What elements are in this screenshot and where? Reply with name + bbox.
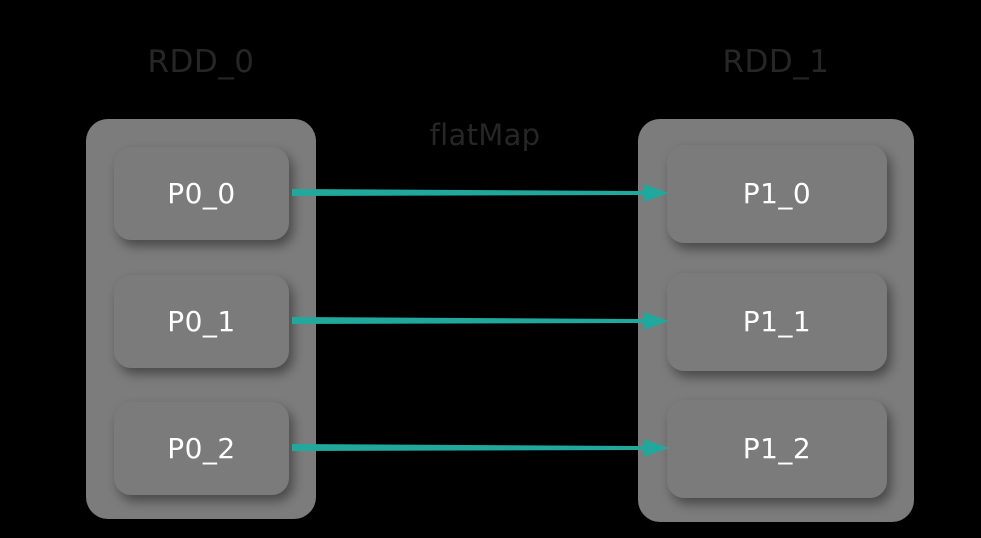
transformation-label: flatMap: [429, 118, 541, 152]
flow-arrow-p0-2-to-p1-2: [292, 436, 670, 460]
partition-label: P0_0: [167, 176, 236, 210]
partition-label: P1_2: [742, 432, 812, 465]
partition-box-p1-2[interactable]: P1_2: [667, 400, 887, 498]
partition-box-p0-2[interactable]: P0_2: [114, 402, 289, 495]
partition-box-p0-0[interactable]: P0_0: [114, 147, 289, 240]
flow-arrow-p0-1-to-p1-1: [292, 309, 670, 333]
arrow-icon: [292, 184, 669, 202]
partition-box-p0-1[interactable]: P0_1: [114, 275, 289, 368]
arrow-icon: [292, 312, 669, 330]
partition-box-p1-0[interactable]: P1_0: [667, 145, 887, 243]
partition-label: P1_1: [742, 305, 812, 338]
flow-arrow-p0-0-to-p1-0: [292, 181, 670, 205]
partition-box-p1-1[interactable]: P1_1: [667, 273, 887, 371]
partition-label: P0_1: [167, 304, 236, 338]
arrow-icon: [292, 439, 669, 457]
partition-label: P1_0: [742, 177, 812, 210]
rdd-source-title: RDD_0: [147, 44, 255, 80]
partition-label: P0_2: [167, 431, 236, 465]
rdd-target-title: RDD_1: [722, 44, 830, 80]
